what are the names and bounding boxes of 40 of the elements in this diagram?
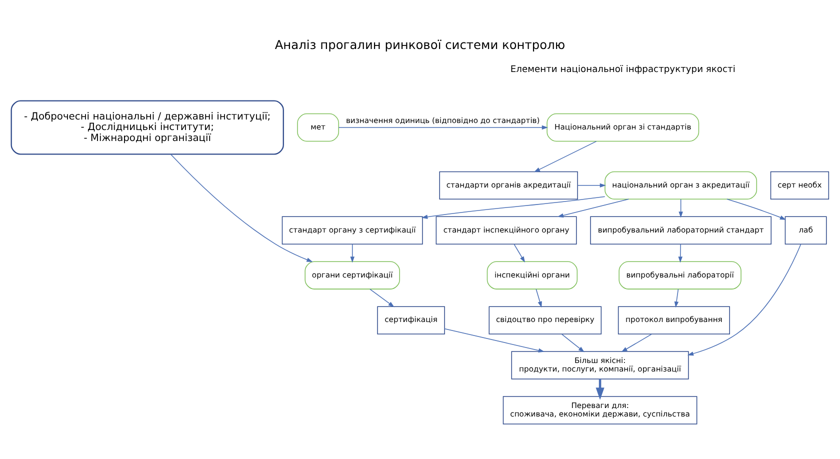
diagram-title: Аналіз прогалин ринкової системи контролю [274, 37, 566, 52]
arrow [678, 243, 683, 262]
arrow [596, 378, 604, 400]
node-box: свідоцтво про перевірку [488, 306, 602, 334]
node-box: сертифікація [377, 306, 445, 334]
node-box: - Доброчесні національні / державні інституції; - Дослідницькі інститути; - Міжнародні організації [10, 100, 284, 154]
arrow [561, 333, 584, 352]
node-box: випробувальний лабораторний стандарт [590, 216, 772, 244]
arrow [578, 182, 606, 188]
node-box: випробувальні лабораторії [618, 260, 742, 289]
edge-label: визначення одиниць (відповідно до стандартів) [346, 115, 540, 124]
arrow [338, 124, 548, 130]
arrow [678, 198, 683, 218]
label: Елементи національної інфраструктури якості [510, 64, 736, 74]
arrow [557, 198, 630, 218]
arrow [370, 288, 394, 307]
arrow [350, 243, 354, 262]
node-box: Переваги для: споживача, економіки держави, суспільства [502, 396, 698, 424]
arrow [444, 328, 545, 352]
node-box: мет [297, 112, 340, 142]
arrow [514, 243, 526, 262]
node-box: протокол випробування [618, 306, 730, 334]
arrow [674, 288, 679, 308]
arrow [536, 288, 542, 308]
arrow [687, 243, 802, 356]
arrow [421, 196, 606, 219]
node-box: лаб [784, 216, 827, 244]
arrow [726, 198, 786, 220]
node-box: національний орган з акредитації [604, 170, 758, 200]
node-box: серт необх [770, 170, 830, 200]
node-box: стандарт органу з сертифікації [282, 216, 423, 244]
arrow [621, 333, 652, 352]
node-box: стандарт інспекційного органу [436, 216, 577, 244]
arrow [534, 140, 597, 172]
node-box: органи сертифікації [304, 260, 400, 289]
node-box: Більш якісні: продукти, послуги, компанії, організації [511, 350, 689, 379]
node-box: інспекційні органи [486, 260, 578, 289]
node-box: стандарти органів акредитації [439, 170, 578, 200]
node-box: Національний орган зі стандартів [546, 112, 700, 142]
arrow [170, 153, 313, 262]
